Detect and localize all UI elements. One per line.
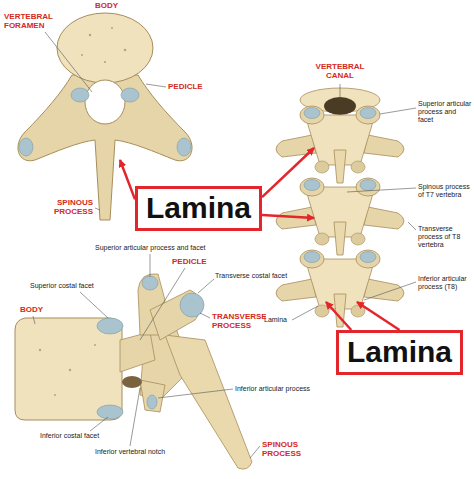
- leader-line: [198, 279, 214, 293]
- leader-line: [90, 417, 108, 431]
- leader-line: [158, 389, 233, 398]
- lateral-view-vertebra: [122, 376, 142, 388]
- part-label: Superior articular process and facet: [418, 100, 472, 124]
- leader-line: [408, 222, 416, 230]
- callout-arrow: [326, 302, 351, 330]
- callout-arrow: [120, 160, 135, 199]
- part-label: Inferior articular process (T8): [418, 275, 472, 291]
- superior-view-vertebra: [124, 49, 127, 52]
- lateral-view-vertebra: [94, 344, 96, 346]
- posterior-view-column: [276, 250, 404, 327]
- lateral-view-vertebra: [97, 405, 123, 419]
- leader-line: [80, 292, 108, 318]
- leader-line: [140, 268, 185, 340]
- part-name: PEDICLE: [168, 82, 203, 91]
- leader-line: [33, 316, 35, 324]
- leader-line: [200, 313, 210, 318]
- superior-view-vertebra: [57, 13, 153, 83]
- lateral-view-vertebra: [15, 318, 122, 420]
- leader-line: [150, 254, 151, 277]
- callout-arrow: [262, 215, 314, 218]
- lateral-view-vertebra: [140, 380, 165, 412]
- leader-line: [33, 32, 416, 458]
- part-label: Superior articular process and facet: [95, 244, 206, 252]
- part-label: Lamina: [264, 316, 287, 324]
- leader-line: [364, 282, 416, 300]
- superior-view-vertebra: [81, 54, 83, 56]
- lateral-view-vertebra: [165, 335, 252, 469]
- callout-arrow: [262, 148, 314, 197]
- part-label: Inferior articular process: [235, 385, 310, 393]
- part-label: Spinous process of T7 vertebra: [418, 183, 472, 199]
- lateral-view-vertebra: [120, 332, 155, 372]
- superior-view-vertebra: [111, 27, 113, 29]
- callout-box: Lamina: [135, 186, 262, 231]
- posterior-view-column: [276, 106, 404, 183]
- superior-view-vertebra: [177, 138, 191, 156]
- part-label: Transverse costal facet: [215, 272, 287, 280]
- leader-line: [347, 188, 416, 192]
- lateral-view-vertebra: [15, 274, 252, 469]
- callout-text: Lamina: [146, 191, 251, 226]
- callout-text: Lamina: [347, 335, 452, 370]
- superior-view-vertebra: [89, 34, 91, 36]
- posterior-view-column: [276, 88, 404, 327]
- part-name: SPINOUS PROCESS: [262, 440, 322, 458]
- leader-line: [45, 32, 92, 92]
- part-name: VERTEBRAL CANAL: [310, 62, 370, 80]
- part-name: SPINOUS PROCESS: [38, 198, 93, 216]
- lateral-view-vertebra: [54, 394, 56, 396]
- leader-line: [292, 306, 318, 320]
- lateral-view-vertebra: [142, 276, 158, 290]
- part-name: TRANSVERSE PROCESS: [212, 312, 292, 330]
- leader-line: [380, 108, 416, 114]
- superior-view-vertebra: [121, 88, 139, 102]
- lateral-view-vertebra: [39, 349, 41, 351]
- part-label: Inferior costal facet: [40, 432, 99, 440]
- superior-view-vertebra: [85, 80, 125, 124]
- superior-view-vertebra: [104, 61, 106, 63]
- leader-line: [340, 84, 341, 100]
- leader-line: [130, 388, 140, 446]
- part-label: Inferior vertebral notch: [95, 448, 165, 456]
- callout-arrow: [357, 302, 400, 330]
- leader-line: [250, 446, 260, 458]
- part-label: Transverse process of T8 vertebra: [418, 225, 472, 249]
- lateral-view-vertebra: [69, 369, 71, 371]
- part-label: Superior costal facet: [30, 282, 94, 290]
- part-name: BODY: [20, 305, 43, 314]
- lateral-view-vertebra: [147, 395, 157, 409]
- leader-line: [95, 208, 100, 210]
- part-name: PEDICLE: [172, 257, 207, 266]
- leader-line: [146, 84, 166, 87]
- callout-box: Lamina: [336, 330, 463, 375]
- part-name: BODY: [95, 1, 118, 10]
- part-name: VERTEBRAL FORAMEN: [4, 12, 59, 30]
- superior-view-vertebra: [19, 138, 33, 156]
- lateral-view-vertebra: [97, 318, 123, 334]
- superior-view-vertebra: [71, 88, 89, 102]
